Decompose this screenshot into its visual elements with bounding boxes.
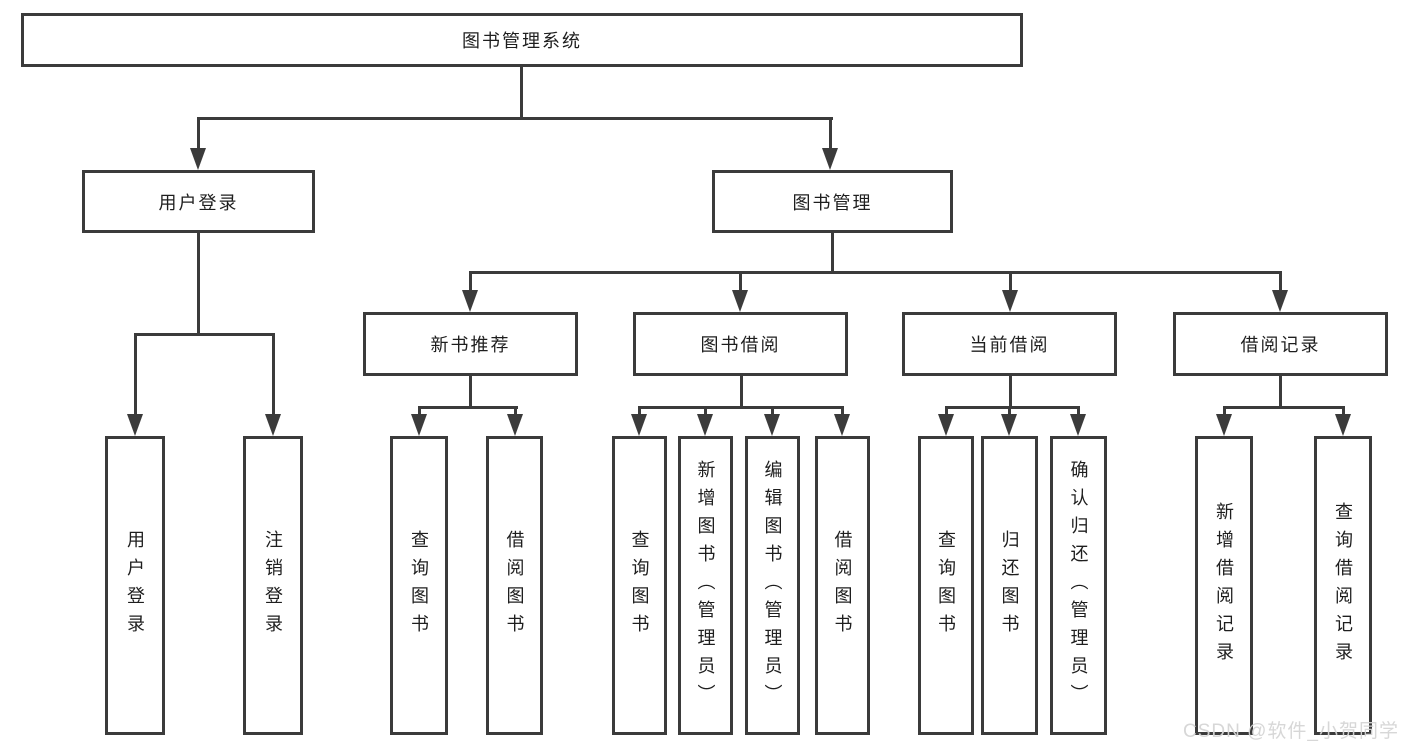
leaf-user-login: 用户登录	[105, 436, 165, 735]
connector-vline	[197, 117, 200, 148]
leaf-newbook-query: 查询图书	[390, 436, 448, 735]
connector-vline	[831, 233, 834, 274]
connector-hline	[197, 117, 833, 120]
connector-hline	[1223, 406, 1344, 409]
leaf-confirm-return-admin: 确认归还（管理员）	[1050, 436, 1107, 735]
node-label: 图书管理	[792, 192, 873, 213]
node-new-book: 新书推荐	[363, 312, 578, 376]
arrow-down-icon	[1001, 414, 1017, 436]
arrow-down-icon	[834, 414, 850, 436]
arrow-down-icon	[764, 414, 780, 436]
node-label: 新书推荐	[430, 335, 511, 355]
node-label: 查询图书	[629, 529, 650, 642]
node-user-login: 用户登录	[82, 170, 315, 233]
arrow-down-icon	[1002, 290, 1018, 312]
node-label: 图书管理系统	[462, 31, 582, 51]
leaf-logout: 注销登录	[243, 436, 303, 735]
node-label: 注销登录	[263, 529, 283, 642]
arrow-down-icon	[1272, 290, 1288, 312]
arrow-down-icon	[190, 148, 206, 170]
connector-vline	[740, 376, 743, 409]
node-label: 查询图书	[409, 529, 429, 642]
connector-vline	[771, 406, 774, 416]
leaf-current-query: 查询图书	[918, 436, 974, 735]
connector-vline	[945, 406, 948, 416]
arrow-down-icon	[1216, 414, 1232, 436]
node-label: 借阅记录	[1240, 335, 1321, 355]
node-label: 归还图书	[999, 529, 1020, 642]
arrow-down-icon	[265, 414, 281, 436]
node-label: 用户登录	[125, 529, 145, 642]
node-label: 查询图书	[936, 529, 956, 642]
connector-vline	[1009, 271, 1012, 292]
node-book-borrow: 图书借阅	[633, 312, 848, 376]
connector-vline	[134, 333, 137, 416]
leaf-record-query: 查询借阅记录	[1314, 436, 1372, 735]
node-label: 用户登录	[158, 192, 239, 213]
connector-vline	[1077, 406, 1080, 416]
arrow-down-icon	[631, 414, 647, 436]
connector-vline	[1009, 376, 1012, 409]
leaf-record-add: 新增借阅记录	[1195, 436, 1253, 735]
leaf-borrow-query: 查询图书	[612, 436, 667, 735]
connector-hline	[945, 406, 1080, 409]
arrow-down-icon	[507, 414, 523, 436]
connector-hline	[469, 271, 1282, 274]
leaf-return-book: 归还图书	[981, 436, 1038, 735]
connector-vline	[1342, 406, 1345, 416]
arrow-down-icon	[462, 290, 478, 312]
arrow-down-icon	[1070, 414, 1086, 436]
node-label: 借阅图书	[504, 529, 525, 642]
connector-vline	[469, 376, 472, 409]
connector-vline	[841, 406, 844, 416]
connector-vline	[272, 333, 275, 416]
leaf-newbook-borrow: 借阅图书	[486, 436, 543, 735]
connector-vline	[514, 406, 517, 416]
leaf-borrow-book: 借阅图书	[815, 436, 870, 735]
arrow-down-icon	[1335, 414, 1351, 436]
connector-vline	[829, 117, 832, 148]
arrow-down-icon	[127, 414, 143, 436]
leaf-borrow-edit-admin: 编辑图书（管理员）	[745, 436, 800, 735]
node-label: 新增借阅记录	[1214, 501, 1234, 670]
arrow-down-icon	[822, 148, 838, 170]
node-book-mgmt: 图书管理	[712, 170, 953, 233]
connector-vline	[469, 271, 472, 292]
connector-vline	[739, 271, 742, 292]
node-borrow-record: 借阅记录	[1173, 312, 1388, 376]
node-label: 查询借阅记录	[1333, 501, 1353, 670]
node-label: 当前借阅	[969, 335, 1050, 355]
node-current-borrow: 当前借阅	[902, 312, 1117, 376]
connector-vline	[1008, 406, 1011, 416]
connector-vline	[1223, 406, 1226, 416]
connector-vline	[520, 67, 523, 119]
connector-vline	[1279, 376, 1282, 409]
arrow-down-icon	[697, 414, 713, 436]
node-label: 图书借阅	[700, 335, 781, 355]
connector-vline	[418, 406, 421, 416]
watermark: CSDN @软件_小贺同学	[1183, 721, 1399, 742]
node-label: 新增图书（管理员）	[695, 459, 716, 712]
node-root: 图书管理系统	[21, 13, 1023, 67]
arrow-down-icon	[732, 290, 748, 312]
arrow-down-icon	[411, 414, 427, 436]
connector-hline	[638, 406, 844, 409]
connector-hline	[418, 406, 518, 409]
node-label: 确认归还（管理员）	[1068, 459, 1089, 712]
leaf-borrow-add-admin: 新增图书（管理员）	[678, 436, 733, 735]
connector-hline	[134, 333, 275, 336]
connector-vline	[1279, 271, 1282, 292]
node-label: 借阅图书	[832, 529, 853, 642]
arrow-down-icon	[938, 414, 954, 436]
connector-vline	[638, 406, 641, 416]
node-label: 编辑图书（管理员）	[762, 459, 783, 712]
connector-vline	[704, 406, 707, 416]
connector-vline	[197, 233, 200, 335]
